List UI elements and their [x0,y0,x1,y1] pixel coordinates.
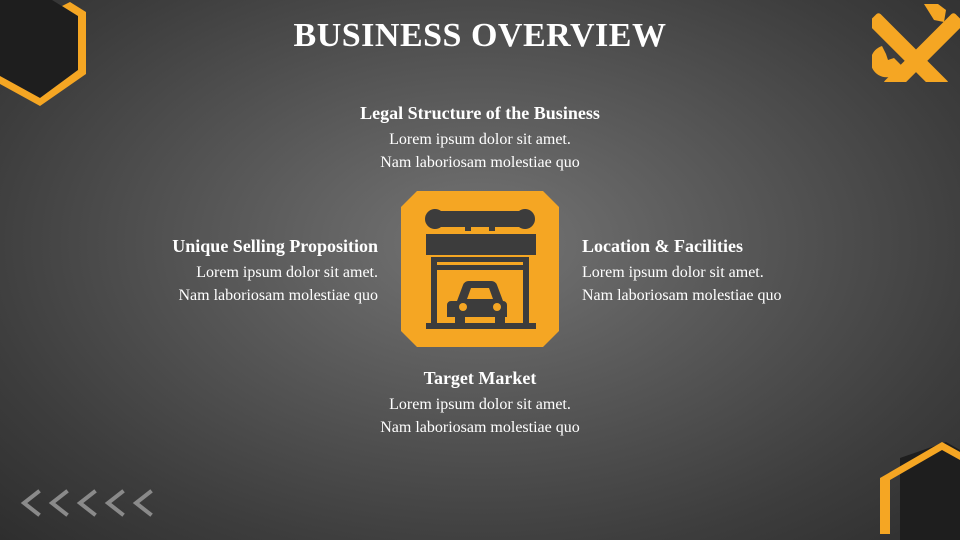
crossed-wrenches-icon [872,4,960,82]
section-text-line-2: Nam laboriosam molestiae quo [380,419,580,436]
page-title: BUSINESS OVERVIEW [293,17,667,54]
section-heading: Legal Structure of the Business [360,103,600,123]
section-unique-selling-proposition: Unique Selling Proposition Lorem ipsum d… [80,234,378,307]
corner-decoration-bottom-right [880,442,960,540]
section-text-line-1: Lorem ipsum dolor sit amet. [389,131,571,148]
section-text-line-2: Nam laboriosam molestiae quo [178,287,378,304]
section-text-line-1: Lorem ipsum dolor sit amet. [389,396,571,413]
chevron-left-icon [20,489,153,517]
section-legal-structure: Legal Structure of the Business Lorem ip… [280,101,680,174]
section-heading: Location & Facilities [582,236,743,256]
section-text-line-1: Lorem ipsum dolor sit amet. [582,264,764,281]
section-text-line-2: Nam laboriosam molestiae quo [380,154,580,171]
section-text-line-1: Lorem ipsum dolor sit amet. [196,264,378,281]
section-text-line-2: Nam laboriosam molestiae quo [582,287,782,304]
car-garage-icon [401,191,559,347]
section-target-market: Target Market Lorem ipsum dolor sit amet… [280,366,680,439]
section-location-facilities: Location & Facilities Lorem ipsum dolor … [582,234,882,307]
section-heading: Target Market [423,368,537,388]
corner-decoration-top-left [0,0,86,106]
section-heading: Unique Selling Proposition [172,236,378,256]
